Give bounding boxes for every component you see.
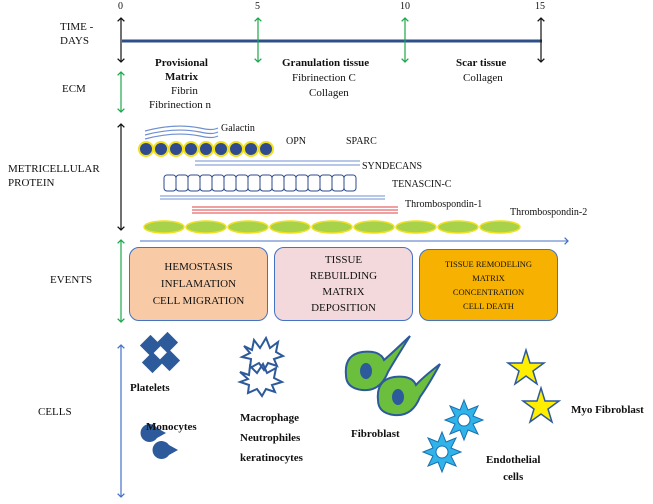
tick-label-10: 10	[400, 1, 410, 12]
thrombospondin2-ellipses	[143, 220, 521, 234]
row-label-ecm: ECM	[62, 83, 86, 95]
event-remodeling-line1: TISSUE REMODELING	[444, 259, 533, 269]
cell-fibroblast-label: Fibroblast	[351, 428, 400, 440]
galactin-lines	[144, 125, 219, 140]
row-label-matricellular-line1: METRICELLULAR	[8, 163, 100, 175]
cell-endothelial-label: Endothelial cells	[486, 452, 540, 486]
cell-monocytes-label: Monocytes	[146, 421, 197, 433]
monocyte-shapes	[140, 424, 178, 459]
event-rebuilding-line3: MATRIX	[322, 286, 365, 298]
event-rebuilding-line4: DEPOSITION	[311, 302, 376, 314]
event-hemostasis-line2: INFLAMATION	[160, 277, 237, 290]
tenascin-cylinder	[163, 174, 357, 192]
event-hemostasis-line1: HEMOSTASIS	[164, 260, 233, 273]
event-rebuilding-box: TISSUE REBUILDING MATRIX DEPOSITION	[274, 247, 413, 321]
phase-provisional-item-2: Fibrinection n	[149, 99, 212, 111]
tick-label-5: 5	[255, 1, 260, 12]
row-label-time-line1: TIME -	[60, 21, 94, 33]
row-label-events: EVENTS	[50, 274, 93, 286]
row-label-time: TIME - DAYS	[60, 20, 93, 48]
cell-myofibroblast-label: Myo Fibroblast	[571, 404, 644, 416]
cell-macrophage-line2: Neutrophiles	[240, 432, 301, 444]
protein-thrombospondin2: Thrombospondin-2	[510, 207, 588, 218]
phase-granulation-item-2: Collagen	[309, 87, 349, 99]
platelet-shapes	[139, 331, 181, 374]
event-rebuilding-line2: REBUILDING	[309, 270, 378, 282]
cell-macrophage-line1: Macrophage	[240, 412, 300, 424]
event-rebuilding-line1: TISSUE	[324, 254, 363, 266]
protein-tenascin: TENASCIN-C	[392, 179, 452, 190]
event-remodeling-line4: CELL DEATH	[463, 301, 514, 311]
phase-provisional-title-2: Matrix	[165, 71, 198, 83]
phase-provisional-item-1: Fibrin	[171, 85, 198, 97]
cell-platelets-label: Platelets	[130, 382, 170, 394]
protein-opn: OPN	[286, 136, 307, 147]
protein-galactin: Galactin	[221, 123, 255, 134]
event-hemostasis-box: HEMOSTASIS INFLAMATION CELL MIGRATION	[129, 247, 268, 321]
phase-granulation-item-1: Fibrinection C	[292, 72, 356, 84]
phase-scar-title: Scar tissue	[456, 57, 507, 69]
row-label-matricellular: METRICELLULAR PROTEIN	[8, 162, 100, 190]
opn-beads	[138, 141, 274, 157]
phase-provisional-title-1: Provisional	[155, 57, 208, 69]
event-hemostasis-line3: CELL MIGRATION	[152, 294, 245, 307]
cell-macrophage-line3: keratinocytes	[240, 452, 303, 464]
protein-sparc: SPARC	[346, 136, 377, 147]
row-label-matricellular-line2: PROTEIN	[8, 177, 55, 189]
myofibroblast-stars	[505, 347, 562, 424]
protein-thrombospondin1: Thrombospondin-1	[405, 199, 483, 210]
protein-syndecans: SYNDECANS	[362, 161, 423, 172]
endothelial-shapes	[421, 398, 485, 474]
fibroblast-shapes	[344, 335, 441, 417]
cell-endothelial-line1: Endothelial	[486, 454, 541, 466]
event-remodeling-line2: MATRIX	[472, 273, 505, 283]
row-label-time-line2: DAYS	[60, 35, 89, 47]
tick-label-15: 15	[535, 1, 545, 12]
tick-label-0: 0	[118, 1, 123, 12]
macrophage-shapes	[237, 335, 286, 398]
phase-scar-item-1: Collagen	[463, 72, 503, 84]
event-remodeling-box: TISSUE REMODELING MATRIX CONCENTRATION C…	[419, 249, 558, 321]
row-label-cells: CELLS	[38, 406, 72, 418]
event-remodeling-line3: CONCENTRATION	[452, 287, 525, 297]
cell-macrophage-label: Macrophage Neutrophiles keratinocytes	[240, 408, 303, 468]
phase-granulation-title: Granulation tissue	[282, 57, 370, 69]
cell-endothelial-line2: cells	[503, 471, 524, 483]
